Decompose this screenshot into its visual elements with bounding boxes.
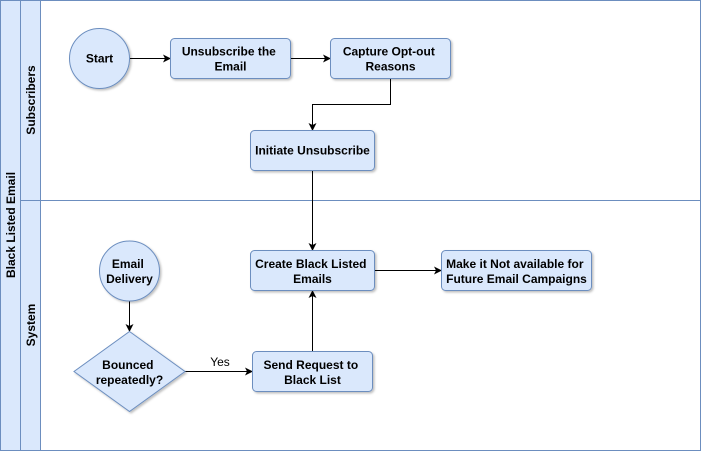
lane-system: System [20,200,701,451]
node-send-request[interactable]: Send Request to Black List [252,351,373,392]
svg-text:Bounced repeatedly?: Bounced repeatedly? [96,358,163,387]
svg-text:Initiate Unsubscribe: Initiate Unsubscribe [255,144,370,158]
node-not-available[interactable]: Make it Not available for Future Email C… [441,250,592,291]
lane-subscribers-label: Subscribers [24,65,38,135]
node-start[interactable]: Start [69,28,130,89]
node-email-delivery[interactable]: Email Delivery [99,240,160,302]
node-initiate-unsubscribe[interactable]: Initiate Unsubscribe [250,130,375,171]
svg-text:Start: Start [86,52,113,66]
svg-text:Create Black Listed Emai: Create Black Listed Emails [255,257,370,286]
node-bounced-decision[interactable]: Bounced repeatedly? [73,330,186,413]
pool-title: Black Listed Email [4,172,18,278]
svg-text:Capture Opt-out Reasons: Capture Opt-out Reasons [343,45,438,74]
node-unsubscribe-email[interactable]: Unsubscribe the Email [170,38,291,79]
svg-text:Unsubscribe the Email: Unsubscribe the Email [182,45,279,74]
node-capture-optout[interactable]: Capture Opt-out Reasons [330,38,451,79]
lane-system-label: System [24,304,38,347]
svg-text:Make it Not available for: Make it Not available for Future Email C… [446,257,587,286]
node-create-blacklisted[interactable]: Create Black Listed Emails [250,250,375,291]
edge-yes-label: Yes [210,355,230,369]
svg-text:Email Delivery: Email Delivery [106,257,153,286]
edges [125,54,442,376]
svg-text:Send Request to Black Li: Send Request to Black List [263,358,361,387]
edge-capture-initiate [308,78,391,131]
